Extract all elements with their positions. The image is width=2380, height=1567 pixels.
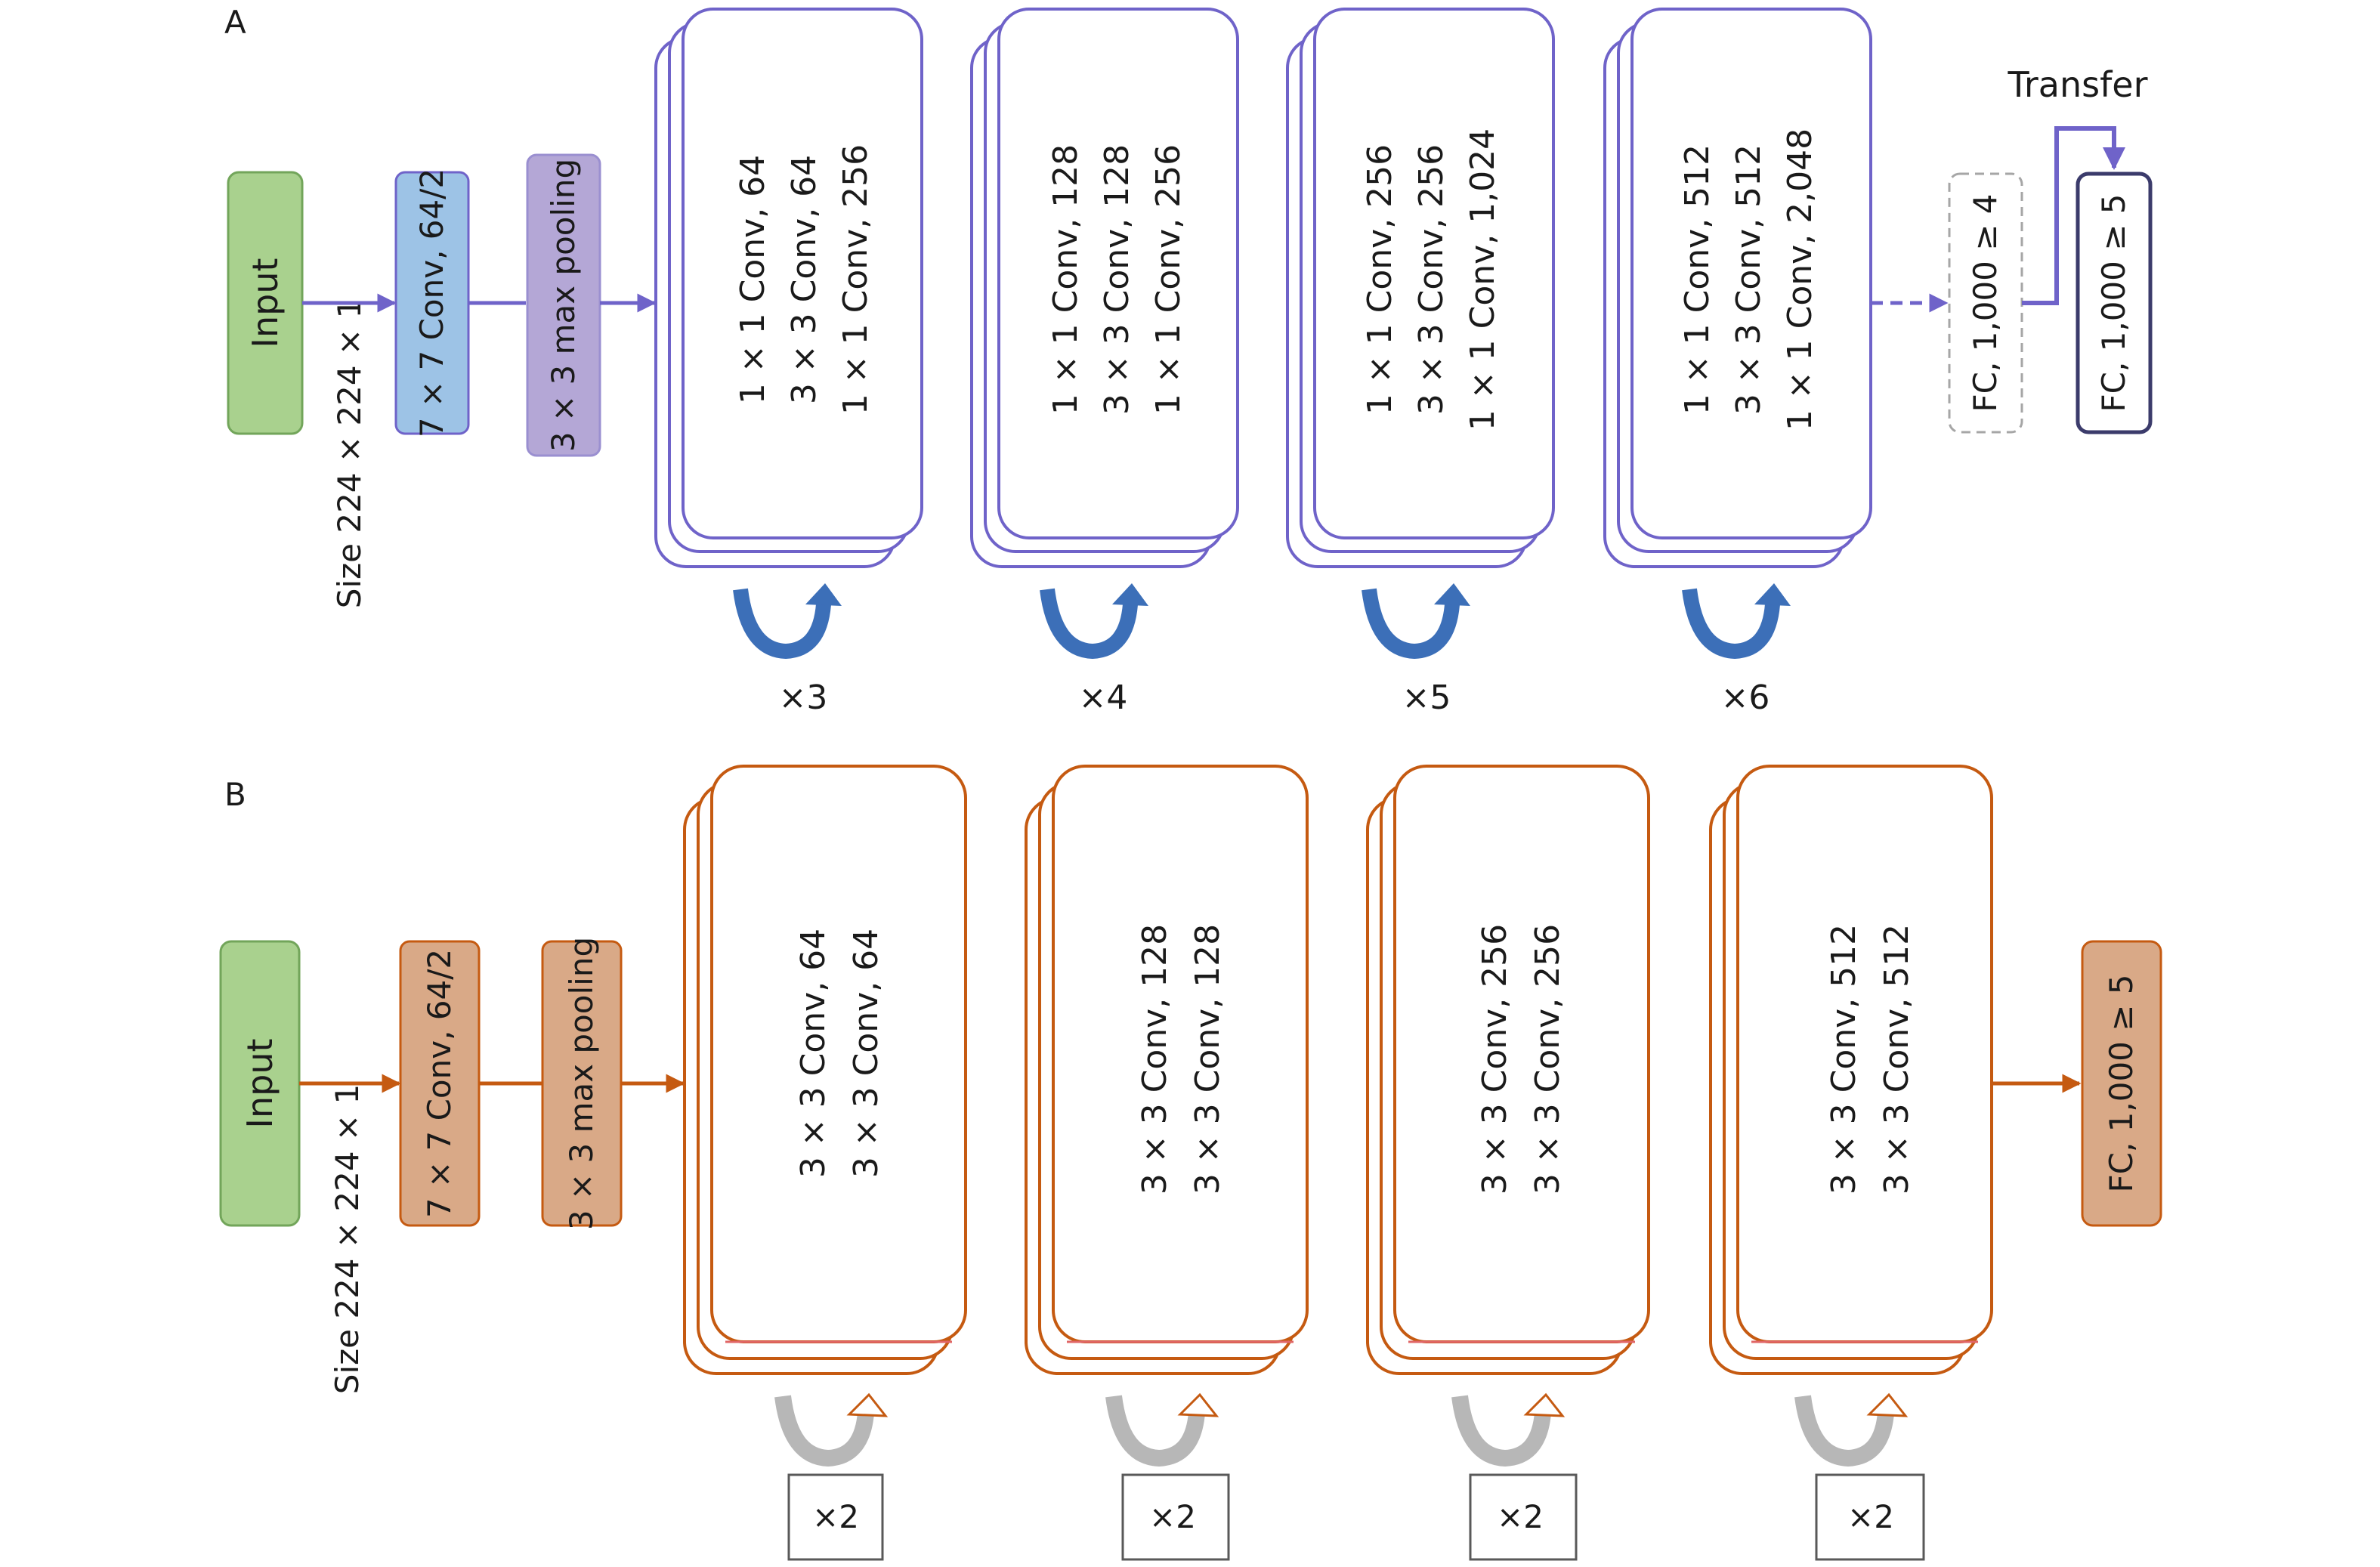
fc-label: FC, 1,000 ≥ 5 xyxy=(2103,974,2140,1192)
panel-a-label: A xyxy=(224,4,246,41)
input-size-label: Size 224 × 224 × 1 xyxy=(329,1084,366,1394)
input-size-label: Size 224 × 224 × 1 xyxy=(331,298,368,608)
block-b4-repeat: ×2 xyxy=(1847,1498,1894,1535)
conv7-label: 7 × 7 Conv, 64/2 xyxy=(421,949,458,1218)
repeat-box xyxy=(1469,1473,1578,1561)
input-label: Input xyxy=(245,258,286,348)
block-2-line-3: 1 × 1 Conv, 256 xyxy=(1149,144,1188,415)
basic-block-4: 3 × 3 Conv, 512 3 × 3 Conv, 512 xyxy=(1709,765,1993,1375)
block-4-line-2: 3 × 3 Conv, 512 xyxy=(1729,144,1768,415)
panel-b: B Input Size 224 × 224 × 1 7 × 7 Conv, 6… xyxy=(219,765,2162,1561)
fc-box xyxy=(2081,940,2162,1227)
bottleneck-block-2: 1 × 1 Conv, 128 3 × 3 Conv, 128 1 × 1 Co… xyxy=(970,8,1239,568)
block-3-line-3: 1 × 1 Conv, 1,024 xyxy=(1464,128,1502,431)
block-4-repeat: ×6 xyxy=(1721,678,1770,717)
block-1-repeat: ×3 xyxy=(779,678,828,717)
input-label: Input xyxy=(240,1038,280,1128)
block-4-line-1: 1 × 1 Conv, 512 xyxy=(1678,144,1717,415)
bottleneck-block-4: 1 × 1 Conv, 512 3 × 3 Conv, 512 1 × 1 Co… xyxy=(1603,8,1872,568)
repeat-arrow-icon xyxy=(1451,1392,1566,1467)
block-stack-front xyxy=(682,8,923,539)
block-b2-repeat: ×2 xyxy=(1149,1498,1196,1535)
basic-block-3: 3 × 3 Conv, 256 3 × 3 Conv, 256 xyxy=(1366,765,1650,1375)
block-b4-line-2: 3 × 3 Conv, 512 xyxy=(1878,924,1916,1195)
repeat-box xyxy=(1121,1473,1230,1561)
block-b1-repeat: ×2 xyxy=(812,1498,859,1535)
block-b3-repeat: ×2 xyxy=(1497,1498,1544,1535)
repeat-arrow-icon xyxy=(1105,1392,1219,1467)
block-3-repeat: ×5 xyxy=(1402,678,1451,717)
repeat-arrow-icon xyxy=(774,1392,889,1467)
bottleneck-block-3: 1 × 1 Conv, 256 3 × 3 Conv, 256 1 × 1 Co… xyxy=(1286,8,1555,568)
block-b1-line-1: 3 × 3 Conv, 64 xyxy=(794,929,833,1178)
repeat-arrow-icon xyxy=(1794,1392,1909,1467)
basic-block-2: 3 × 3 Conv, 128 3 × 3 Conv, 128 xyxy=(1025,765,1309,1375)
block-2-repeat: ×4 xyxy=(1079,678,1128,717)
block-b4-line-1: 3 × 3 Conv, 512 xyxy=(1825,924,1863,1195)
block-1-line-2: 3 × 3 Conv, 64 xyxy=(785,155,824,404)
block-b3-line-2: 3 × 3 Conv, 256 xyxy=(1528,924,1567,1195)
block-1-line-3: 1 × 1 Conv, 256 xyxy=(836,144,875,415)
panel-b-label: B xyxy=(224,776,246,813)
fc-new-box xyxy=(2076,172,2153,434)
block-stack-front xyxy=(1313,8,1555,539)
transfer-arrow xyxy=(2022,126,2125,305)
block-b3-line-1: 3 × 3 Conv, 256 xyxy=(1476,924,1514,1195)
block-3-line-2: 3 × 3 Conv, 256 xyxy=(1412,144,1451,415)
repeat-arrow-icon xyxy=(1682,583,1791,660)
maxpool-label: 3 × 3 max pooling xyxy=(563,937,600,1230)
block-stack-front xyxy=(1736,765,1993,1343)
repeat-box xyxy=(1815,1473,1925,1561)
block-stack-front xyxy=(1393,765,1650,1343)
basic-block-1: 3 × 3 Conv, 64 3 × 3 Conv, 64 xyxy=(683,765,967,1375)
panel-a: A Input Size 224 × 224 × 1 7 × 7 Conv, 6… xyxy=(224,4,2153,717)
block-stack-front xyxy=(997,8,1239,539)
repeat-arrow-icon xyxy=(733,583,842,660)
fc-new-label: FC, 1,000 ≥ 5 xyxy=(2095,193,2132,412)
block-b2-line-1: 3 × 3 Conv, 128 xyxy=(1136,924,1174,1195)
block-2-line-1: 1 × 1 Conv, 128 xyxy=(1046,144,1085,415)
block-stack-front xyxy=(1630,8,1872,539)
block-1-line-1: 1 × 1 Conv, 64 xyxy=(734,155,772,404)
block-stack-front xyxy=(1052,765,1309,1343)
repeat-box xyxy=(787,1473,884,1561)
bottleneck-block-1: 1 × 1 Conv, 64 3 × 3 Conv, 64 1 × 1 Conv… xyxy=(654,8,923,568)
fc-pretrained-label: FC, 1,000 ≥ 4 xyxy=(1967,193,2004,412)
maxpool-label: 3 × 3 max pooling xyxy=(545,159,582,452)
block-b1-line-2: 3 × 3 Conv, 64 xyxy=(847,929,886,1178)
block-stack-front xyxy=(710,765,967,1343)
transfer-label: Transfer xyxy=(2008,64,2148,105)
block-b2-line-2: 3 × 3 Conv, 128 xyxy=(1188,924,1227,1195)
block-4-line-3: 1 × 1 Conv, 2,048 xyxy=(1781,128,1819,431)
block-2-line-2: 3 × 3 Conv, 128 xyxy=(1098,144,1136,415)
maxpool-box xyxy=(526,153,601,457)
repeat-arrow-icon xyxy=(1362,583,1470,660)
repeat-arrow-icon xyxy=(1040,583,1148,660)
block-3-line-1: 1 × 1 Conv, 256 xyxy=(1361,144,1399,415)
conv7-label: 7 × 7 Conv, 64/2 xyxy=(413,168,450,437)
